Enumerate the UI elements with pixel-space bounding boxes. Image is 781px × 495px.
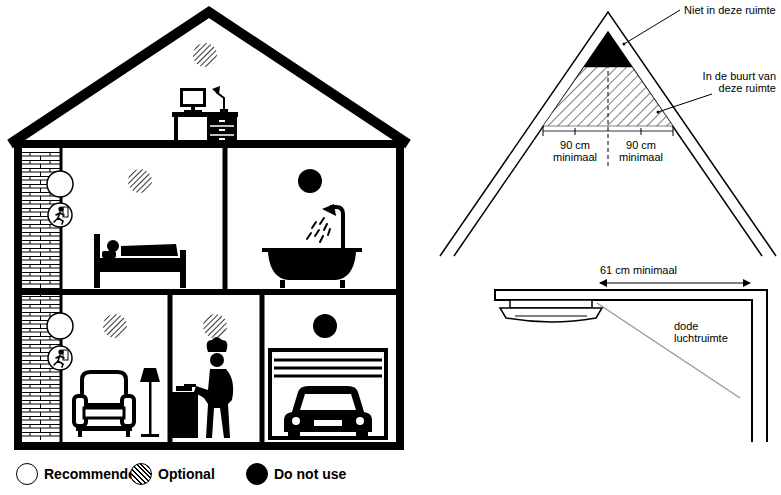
legend-item: Do not use bbox=[246, 463, 346, 485]
optional-detector bbox=[103, 314, 127, 338]
optional-detector bbox=[128, 169, 152, 193]
dimension-label: In de buurt van deze ruimte bbox=[692, 70, 776, 94]
dimension-label: 90 cm minimaal bbox=[547, 139, 603, 163]
bathtub-icon bbox=[262, 204, 362, 288]
dimension-label: dode luchtruimte bbox=[674, 320, 746, 344]
legend-item: Recommended bbox=[16, 463, 144, 485]
chef-icon bbox=[172, 337, 233, 438]
do-not-use-detector bbox=[313, 314, 337, 338]
attic-section bbox=[440, 10, 776, 256]
garage-icon bbox=[270, 350, 386, 438]
dimension-label: 61 cm minimaal bbox=[600, 264, 677, 276]
armchair-icon bbox=[74, 368, 160, 437]
legend-text: Do not use bbox=[274, 466, 346, 482]
legend-text: Optional bbox=[158, 466, 215, 482]
legend-swatch bbox=[130, 463, 152, 485]
dimension-label: Niet in deze ruimte bbox=[684, 4, 776, 16]
bed-icon bbox=[94, 234, 186, 288]
desk-icon bbox=[172, 86, 238, 145]
legend-item: Optional bbox=[130, 463, 215, 485]
dimension-label: 90 cm minimaal bbox=[613, 139, 669, 163]
optional-detector bbox=[193, 43, 217, 67]
optional-detector bbox=[203, 314, 227, 338]
legend-swatch bbox=[246, 463, 268, 485]
house bbox=[10, 12, 408, 446]
legend-swatch bbox=[16, 463, 38, 485]
ceiling-corner bbox=[495, 283, 767, 442]
do-not-use-detector bbox=[298, 169, 322, 193]
